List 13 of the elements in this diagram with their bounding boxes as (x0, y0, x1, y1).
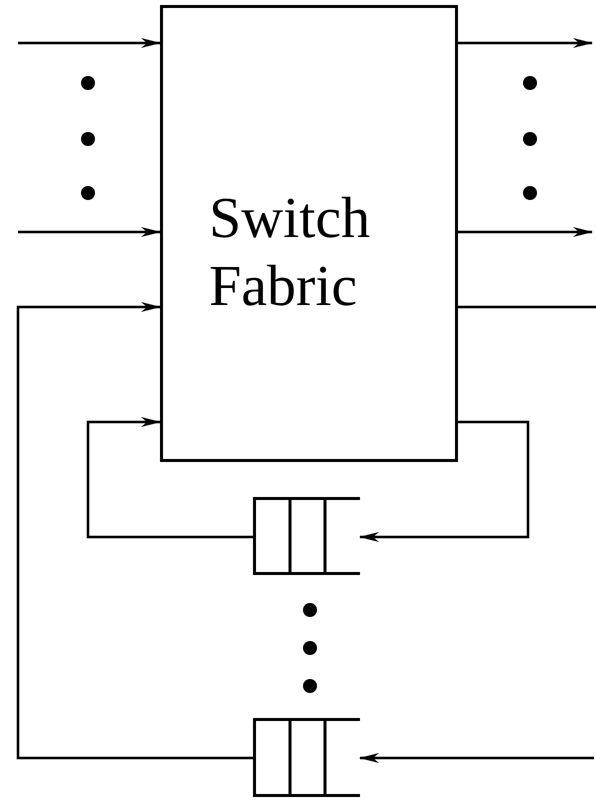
box-label: Switch Fabric (209, 184, 372, 320)
arrow (86, 417, 253, 538)
arrow (359, 420, 530, 542)
line (458, 306, 596, 308)
arrow (359, 753, 594, 763)
arrow (458, 38, 593, 48)
arrow (458, 227, 593, 237)
arrow (16, 302, 253, 760)
arrow (18, 38, 161, 48)
queue-symbol (253, 497, 360, 575)
switch-fabric-box (160, 5, 458, 462)
arrow (18, 227, 161, 237)
queue-symbol (253, 718, 360, 797)
